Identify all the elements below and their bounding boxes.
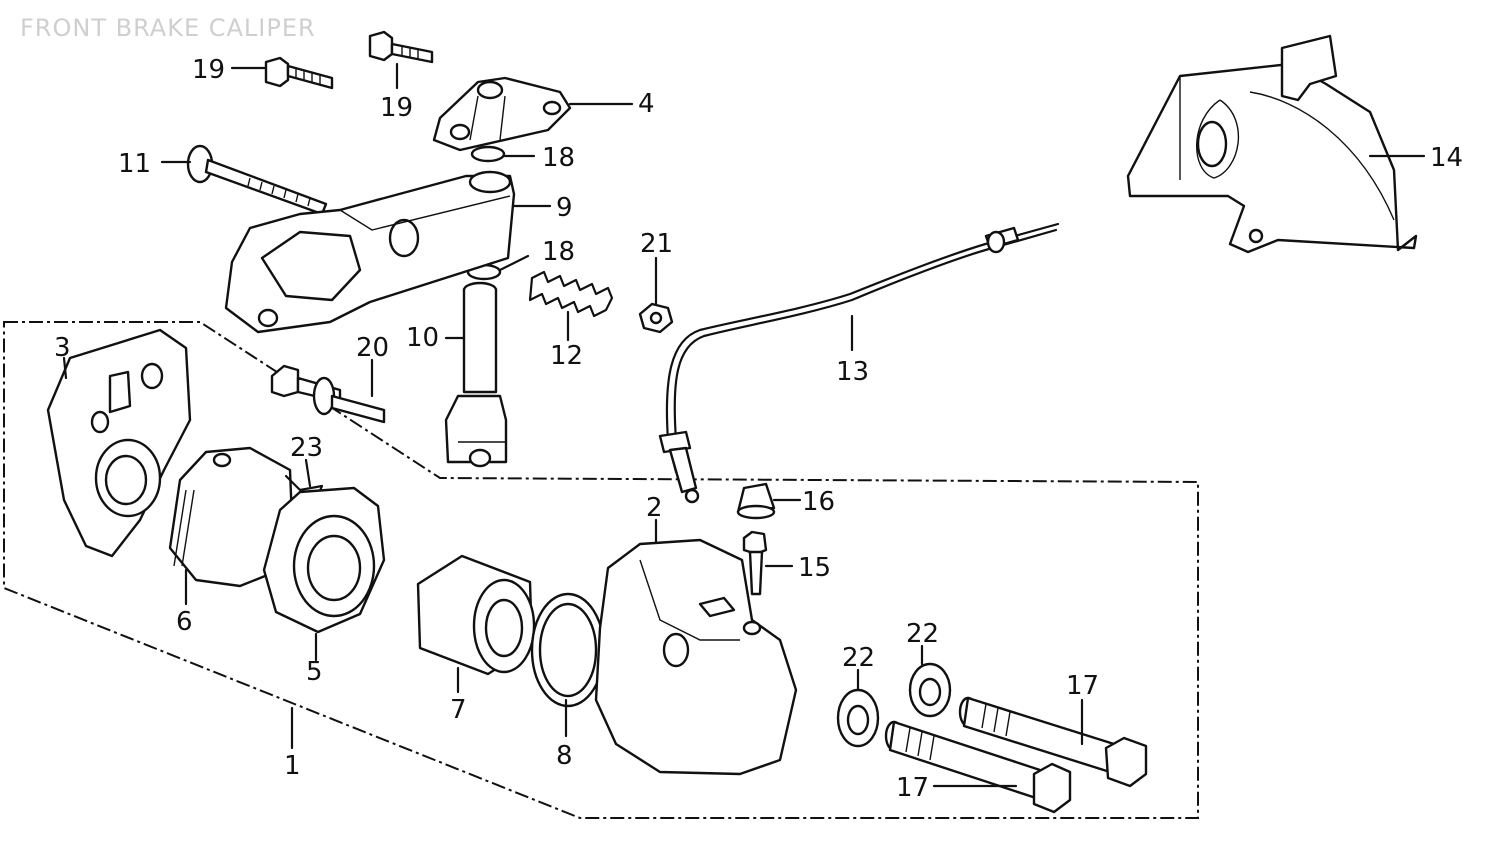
callout-19-left: 19 <box>192 55 225 85</box>
callout-22-left: 22 <box>842 643 875 673</box>
seal-8 <box>530 592 606 708</box>
callout-4: 4 <box>638 89 655 119</box>
cover-14 <box>1126 34 1418 254</box>
leader-lines <box>62 62 1426 788</box>
callout-5: 5 <box>306 657 323 687</box>
callout-13: 13 <box>836 357 869 387</box>
callout-1: 1 <box>284 751 301 781</box>
nut-21 <box>638 302 674 334</box>
bleed-screw-15 <box>742 530 768 596</box>
callout-17-lower: 17 <box>896 773 929 803</box>
assembly-outline <box>3 321 1199 819</box>
callout-18-lower: 18 <box>542 237 575 267</box>
piston-7 <box>416 554 536 676</box>
o-ring-18-upper <box>470 145 506 163</box>
callout-12: 12 <box>550 341 583 371</box>
bolt-17-lower <box>884 720 1072 814</box>
callout-14: 14 <box>1430 143 1463 173</box>
caliper-body-2 <box>594 538 798 776</box>
bolt-11 <box>186 144 328 216</box>
callout-10: 10 <box>406 323 439 353</box>
bolt-17-upper <box>958 696 1148 788</box>
callout-18-upper: 18 <box>542 143 575 173</box>
callout-16: 16 <box>802 487 835 517</box>
callout-17-upper: 17 <box>1066 671 1099 701</box>
callout-20: 20 <box>356 333 389 363</box>
pad-5 <box>262 486 386 634</box>
bracket-4 <box>432 76 572 152</box>
washer-22-right <box>908 662 952 718</box>
callout-8: 8 <box>556 741 573 771</box>
callout-23: 23 <box>290 433 323 463</box>
cap-16 <box>736 482 776 520</box>
holder-9 <box>224 170 516 334</box>
callout-22-right: 22 <box>906 619 939 649</box>
callout-3: 3 <box>54 333 71 363</box>
callout-6: 6 <box>176 607 193 637</box>
callout-2: 2 <box>646 493 663 523</box>
brake-hose-13 <box>658 222 1060 504</box>
callout-21: 21 <box>640 229 673 259</box>
callout-9: 9 <box>556 193 573 223</box>
callout-19-right: 19 <box>380 93 413 123</box>
pad-bracket-3 <box>46 328 192 558</box>
callout-11: 11 <box>118 149 151 179</box>
callout-7: 7 <box>450 695 467 725</box>
spring-12 <box>528 270 614 318</box>
washer-22-left <box>836 688 880 748</box>
bolt-20 <box>270 364 386 424</box>
bolt-19-left <box>264 56 334 90</box>
callout-15: 15 <box>798 553 831 583</box>
diagram-title: FRONT BRAKE CALIPER <box>20 14 316 42</box>
bolt-19-right <box>368 30 434 64</box>
pin-10 <box>444 281 508 468</box>
